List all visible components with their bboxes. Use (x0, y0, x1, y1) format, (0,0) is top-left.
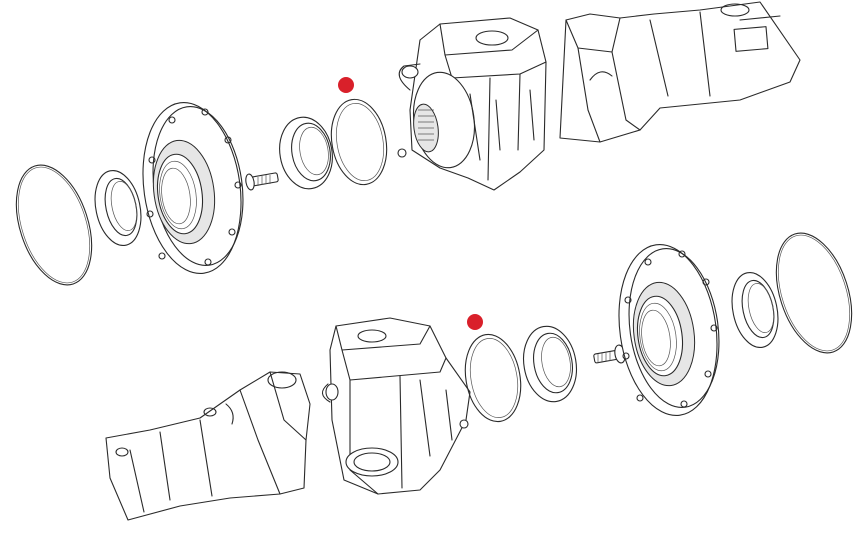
upper-snap-ring-marker (338, 77, 354, 93)
lower-hub-bolt-holes (622, 250, 718, 408)
upper-stud-bolt (245, 172, 279, 191)
lower-axle-housing (105, 371, 311, 521)
upper-hub-bolt-holes (146, 108, 242, 266)
lower-assembly (105, 232, 853, 521)
lower-snap-ring (464, 333, 522, 423)
lower-snap-ring-marker (467, 314, 483, 330)
upper-gasket-ring (15, 164, 93, 286)
upper-knuckle (398, 17, 547, 191)
upper-hub-flange (142, 102, 244, 274)
upper-axle-housing (559, 1, 801, 143)
upper-bearing-cup (279, 116, 333, 190)
lower-stud-bolt (593, 344, 626, 364)
upper-pin (397, 148, 407, 158)
lower-seal (731, 272, 779, 348)
upper-seal (94, 170, 142, 246)
upper-assembly (15, 1, 801, 286)
lower-hub-flange (618, 244, 720, 416)
lower-gasket-ring (775, 232, 853, 354)
lower-bearing-cup (523, 325, 577, 403)
lower-knuckle (321, 317, 471, 495)
upper-snap-ring (330, 98, 388, 186)
lower-pin (459, 419, 469, 429)
